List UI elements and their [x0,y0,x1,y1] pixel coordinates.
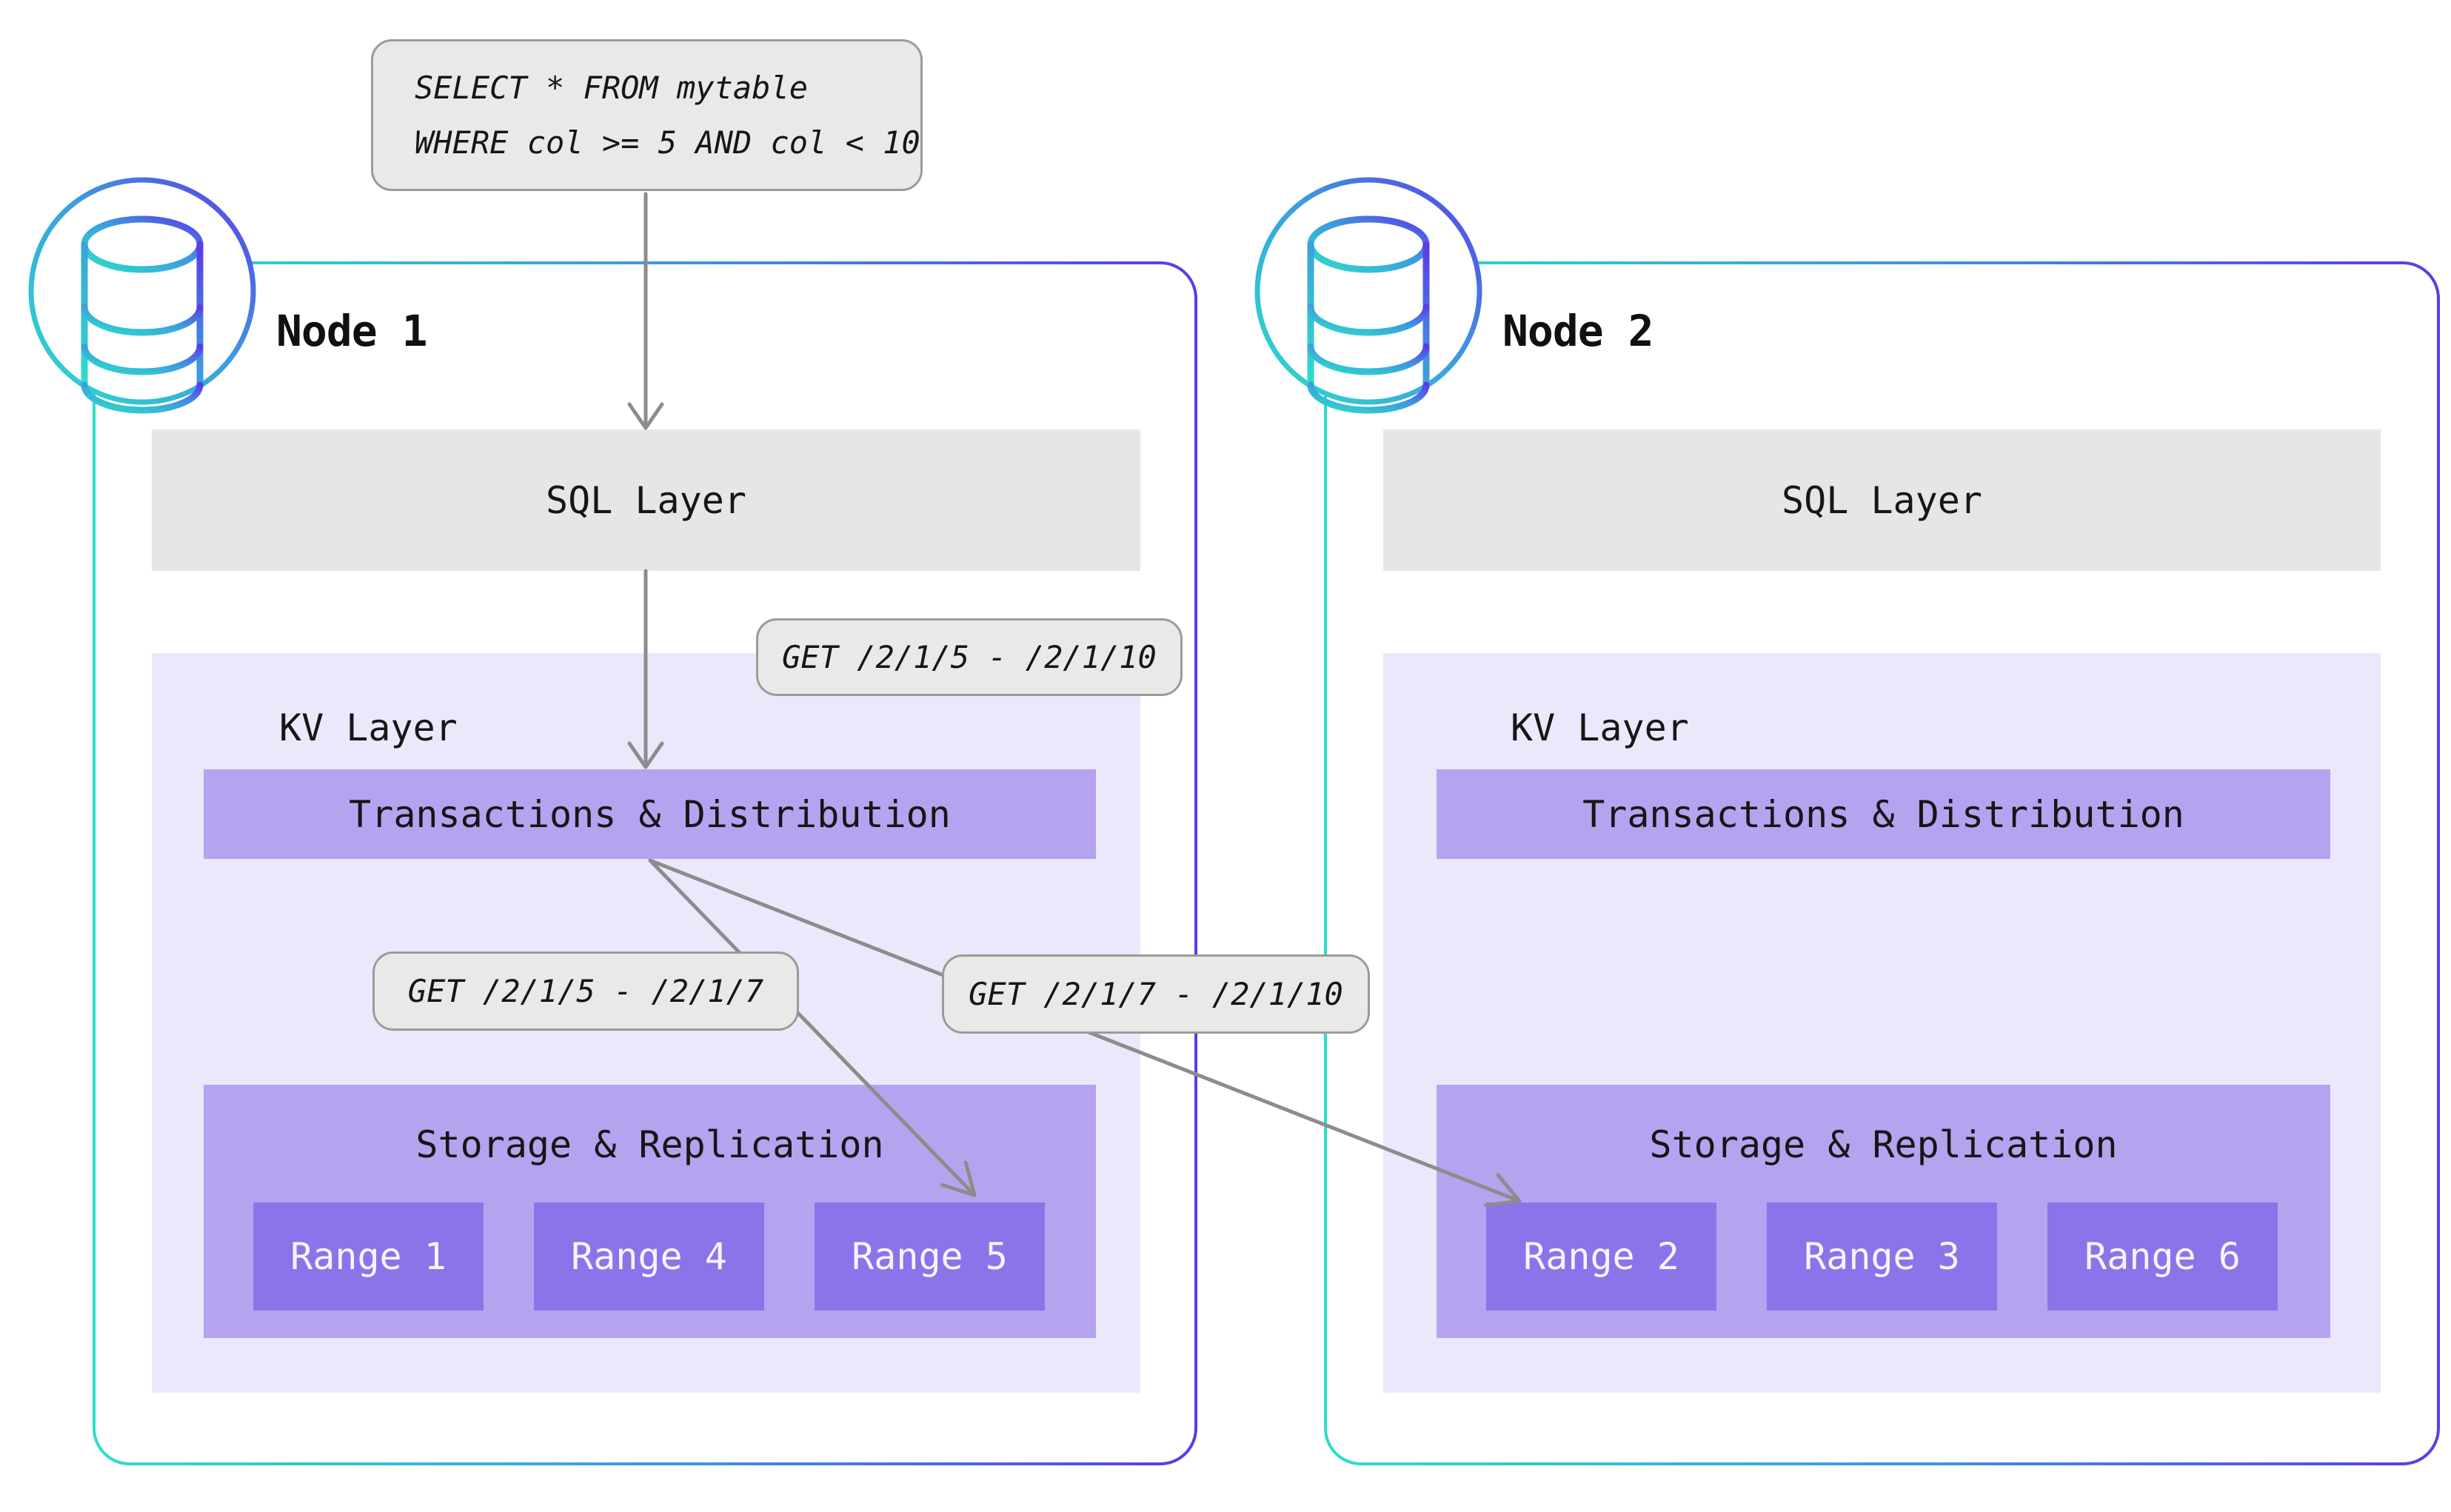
range-label: Range 2 [1523,1235,1679,1278]
transactions-distribution-label: Transactions & Distribution [1582,792,2184,836]
arrow-sql-to-transactions [627,569,664,769]
storage-replication-label: Storage & Replication [415,1123,884,1166]
get-full-range-callout: GET /2/1/5 - /2/1/10 [756,618,1183,696]
sql-layer-label: SQL Layer [546,478,746,522]
range-box: Range 4 [534,1202,764,1311]
kv-layer-box: KV Layer Transactions & Distribution Sto… [152,653,1140,1393]
transactions-distribution-bar: Transactions & Distribution [1437,769,2330,859]
range-label: Range 4 [571,1235,727,1278]
kv-layer-label: KV Layer [279,706,458,749]
sql-query-line: SELECT * FROM mytable [415,69,809,106]
storage-replication-bar: Storage & Replication Range 2 Range 3 Ra… [1437,1085,2330,1338]
range-box: Range 2 [1486,1202,1716,1311]
storage-replication-label: Storage & Replication [1649,1123,2118,1166]
database-icon [1254,177,1482,414]
sql-layer-label: SQL Layer [1782,478,1982,522]
kv-layer-box: KV Layer Transactions & Distribution Sto… [1383,653,2381,1393]
range-label: Range 5 [852,1235,1008,1278]
arrow-transactions-to-range5 [648,858,977,1197]
get-right-split-callout: GET /2/1/7 - /2/1/10 [942,954,1370,1034]
range-box: Range 5 [815,1202,1045,1311]
transactions-distribution-label: Transactions & Distribution [349,792,951,836]
get-label: GET /2/1/5 - /2/1/7 [407,973,764,1009]
range-box: Range 1 [253,1202,484,1311]
range-label: Range 3 [1804,1235,1960,1278]
node-title: Node 2 [1502,306,1654,356]
get-label: GET /2/1/5 - /2/1/10 [782,639,1157,675]
arrow-query-to-sql [627,192,664,430]
node-title: Node 1 [276,306,428,356]
range-box: Range 6 [2047,1202,2278,1311]
sql-layer-box: SQL Layer [152,429,1140,571]
sql-layer-box: SQL Layer [1383,429,2381,571]
transactions-distribution-bar: Transactions & Distribution [204,769,1096,859]
range-label: Range 6 [2084,1235,2241,1278]
sql-query-line: WHERE col >= 5 AND col < 10 [415,124,920,161]
range-box: Range 3 [1767,1202,1997,1311]
database-icon [28,177,256,414]
kv-layer-label: KV Layer [1511,706,1689,749]
get-label: GET /2/1/7 - /2/1/10 [969,976,1343,1012]
storage-replication-bar: Storage & Replication Range 1 Range 4 Ra… [204,1085,1096,1338]
sql-query-callout: SELECT * FROM mytable WHERE col >= 5 AND… [371,39,923,191]
get-left-split-callout: GET /2/1/5 - /2/1/7 [372,951,799,1031]
range-label: Range 1 [290,1235,447,1278]
